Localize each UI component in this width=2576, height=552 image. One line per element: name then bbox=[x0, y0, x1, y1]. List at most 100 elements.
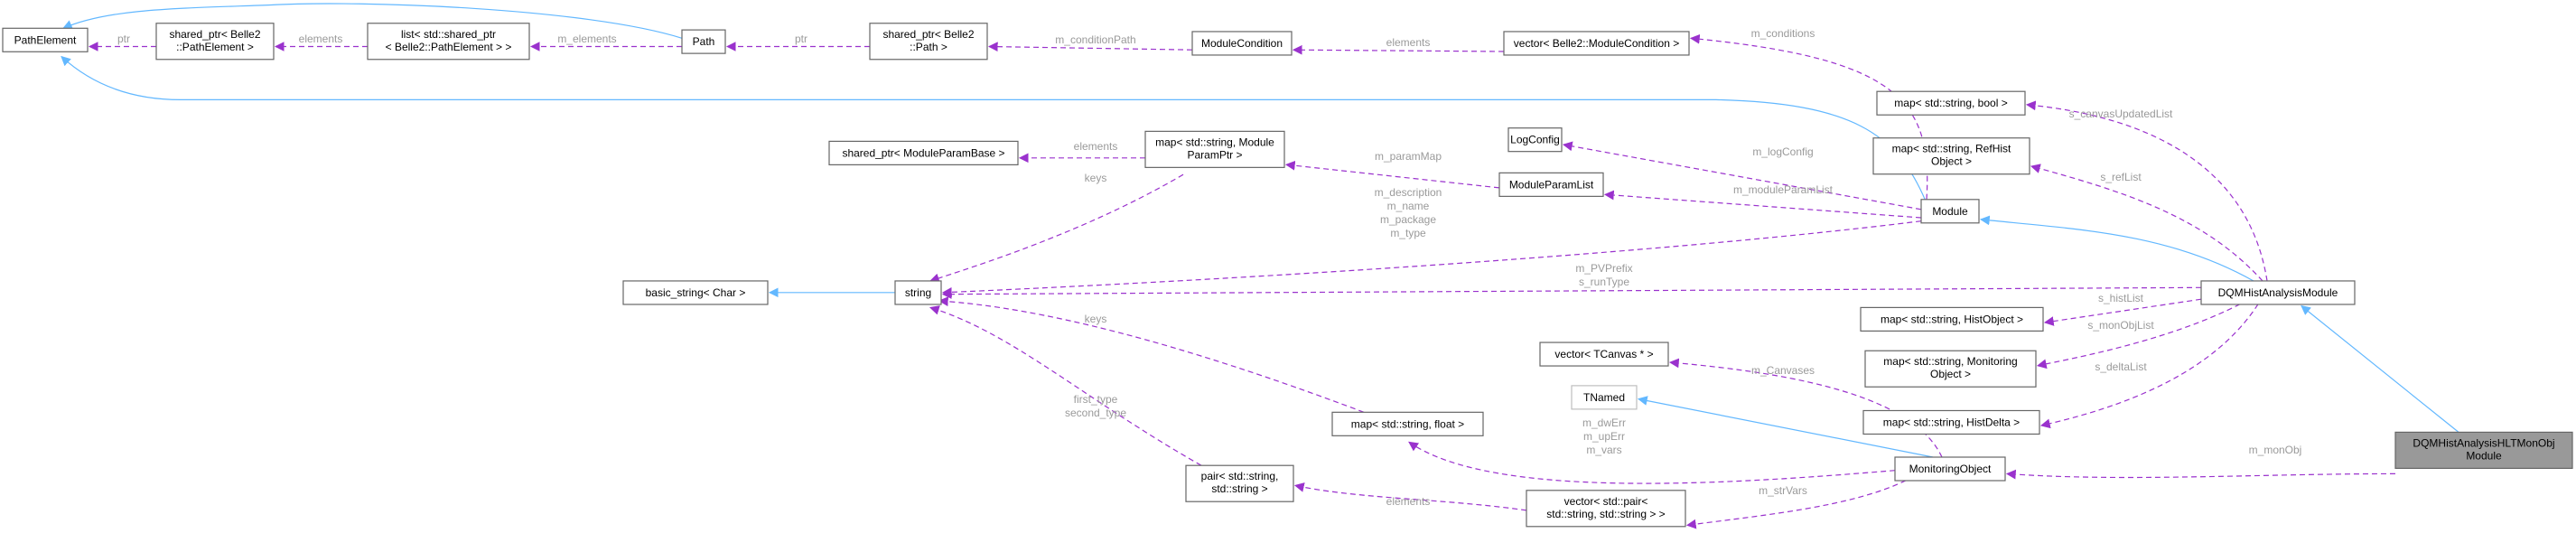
dependency-arrow bbox=[2043, 298, 2202, 326]
class-node-map-bool[interactable]: map< std::string, bool > bbox=[1876, 90, 2026, 116]
edge-label: keys bbox=[1085, 313, 1107, 325]
edge-label: m_monObj bbox=[2249, 444, 2302, 456]
node-label: Path bbox=[693, 35, 715, 48]
node-box bbox=[1331, 411, 1484, 436]
class-node-map-float[interactable]: map< std::string, float > bbox=[1331, 411, 1484, 436]
inheritance-edge-e21 bbox=[1979, 215, 2254, 282]
usage-edge-e27 bbox=[1293, 482, 1527, 511]
edge-label: m_package bbox=[1380, 213, 1436, 226]
class-node-path[interactable]: Path bbox=[681, 29, 726, 54]
class-node-vec-pair[interactable]: vector< std::pair<std::string, std::stri… bbox=[1526, 490, 1686, 528]
usage-edge-e18 bbox=[2036, 304, 2241, 370]
edge-label: s_histList bbox=[2098, 292, 2144, 304]
class-node-string[interactable]: string bbox=[894, 280, 942, 305]
edge-label: second_type bbox=[1065, 407, 1126, 419]
node-box bbox=[681, 29, 726, 54]
node-box bbox=[1185, 464, 1294, 502]
class-node-modulecondition[interactable]: ModuleCondition bbox=[1191, 31, 1293, 56]
usage-edge-e14 bbox=[941, 286, 2202, 300]
node-label: DQMHistAnalysisModule bbox=[2218, 286, 2338, 299]
dependency-arrow bbox=[941, 286, 2202, 300]
edge-label: m_conditions bbox=[1751, 27, 1815, 40]
dependency-arrow bbox=[941, 220, 1922, 297]
node-label: pair< std::string, bbox=[1201, 470, 1279, 482]
node-label: shared_ptr< Belle2 bbox=[169, 28, 260, 41]
node-box bbox=[1539, 341, 1669, 367]
class-node-logconfig[interactable]: LogConfig bbox=[1507, 127, 1563, 153]
class-node-sp-path[interactable]: shared_ptr< Belle2::Path > bbox=[869, 23, 988, 61]
usage-edge-e16 bbox=[2030, 164, 2263, 282]
usage-edge-e15 bbox=[2025, 100, 2268, 282]
dependency-arrow bbox=[1668, 358, 1943, 458]
edge-label: m_conditionPath bbox=[1055, 33, 1135, 46]
usage-edge-e22 bbox=[938, 296, 1365, 413]
node-label: map< std::string, float > bbox=[1351, 417, 1464, 430]
node-box bbox=[1507, 127, 1563, 153]
node-box bbox=[1920, 199, 1980, 224]
node-label: Object > bbox=[1931, 155, 1972, 168]
inheritance-arrow bbox=[62, 3, 683, 39]
dependency-arrow bbox=[1562, 141, 1922, 211]
edge-label: s_refList bbox=[2100, 171, 2142, 183]
usage-edge-e13 bbox=[941, 220, 1922, 297]
node-label: ::PathElement > bbox=[176, 41, 254, 53]
node-label: map< std::string, HistDelta > bbox=[1883, 416, 2020, 428]
class-node-moduleparamlist[interactable]: ModuleParamList bbox=[1498, 172, 1604, 197]
class-node-map-histobj[interactable]: map< std::string, HistObject > bbox=[1860, 306, 2044, 332]
node-label: DQMHistAnalysisHLTMonObj bbox=[2413, 436, 2554, 449]
node-box bbox=[1872, 137, 2030, 175]
node-box bbox=[2200, 280, 2356, 305]
node-label: string bbox=[905, 286, 931, 299]
node-label: ModuleParamList bbox=[1509, 178, 1594, 191]
class-node-vec-tcanvas[interactable]: vector< TCanvas * > bbox=[1539, 341, 1669, 367]
edge-label: m_logConfig bbox=[1752, 145, 1813, 158]
node-box bbox=[869, 23, 988, 61]
node-box bbox=[1571, 385, 1638, 410]
usage-edge-e7 bbox=[1689, 33, 1928, 200]
dependency-arrow bbox=[1408, 441, 1896, 484]
node-label: vector< TCanvas * > bbox=[1554, 348, 1653, 360]
class-node-sp-pe[interactable]: shared_ptr< Belle2::PathElement > bbox=[155, 23, 275, 61]
node-box bbox=[1894, 456, 2006, 482]
node-label: PathElement bbox=[14, 33, 77, 46]
class-node-map-histdelta[interactable]: map< std::string, HistDelta > bbox=[1862, 409, 2040, 435]
dependency-arrow bbox=[2005, 469, 2396, 480]
class-node-basic-string[interactable]: basic_string< Char > bbox=[622, 280, 769, 305]
node-box bbox=[1864, 350, 2037, 388]
node-label: basic_string< Char > bbox=[646, 286, 746, 299]
class-node-vec-mc[interactable]: vector< Belle2::ModuleCondition > bbox=[1503, 31, 1690, 56]
edge-label: elements bbox=[299, 33, 343, 45]
dependency-arrow bbox=[2030, 164, 2263, 282]
node-label: shared_ptr< Belle2 bbox=[882, 28, 974, 41]
edge-label: m_description bbox=[1375, 186, 1442, 199]
class-node-pair-ss[interactable]: pair< std::string,std::string > bbox=[1185, 464, 1294, 502]
class-node-pathelement[interactable]: PathElement bbox=[2, 27, 89, 52]
edge-label: m_strVars bbox=[1759, 484, 1807, 497]
node-box bbox=[1144, 130, 1285, 168]
inheritance-arrow bbox=[2301, 304, 2459, 433]
class-node-dqm[interactable]: DQMHistAnalysisModule bbox=[2200, 280, 2356, 305]
class-node-module[interactable]: Module bbox=[1920, 199, 1980, 224]
edge-label: s_monObjList bbox=[2087, 319, 2154, 332]
dependency-arrow bbox=[1689, 33, 1928, 200]
usage-edge-e11 bbox=[1562, 141, 1922, 211]
class-node-list-pe[interactable]: list< std::shared_ptr< Belle2::PathEleme… bbox=[367, 23, 530, 61]
usage-edge-e5 bbox=[987, 42, 1193, 52]
inheritance-arrow bbox=[1979, 215, 2254, 282]
node-label: Module bbox=[2466, 449, 2502, 462]
class-node-tnamed[interactable]: TNamed bbox=[1571, 385, 1638, 410]
node-label: vector< Belle2::ModuleCondition > bbox=[1514, 37, 1679, 50]
node-label: LogConfig bbox=[1510, 134, 1560, 146]
edge-label: m_name bbox=[1387, 200, 1430, 212]
dependency-arrow bbox=[929, 173, 1184, 284]
class-node-sp-mpb[interactable]: shared_ptr< ModuleParamBase > bbox=[828, 140, 1019, 165]
class-node-monitoringobject[interactable]: MonitoringObject bbox=[1894, 456, 2006, 482]
class-node-map-monobj[interactable]: map< std::string, MonitoringObject > bbox=[1864, 350, 2037, 388]
edge-label: m_type bbox=[1390, 227, 1426, 239]
dependency-arrow bbox=[1293, 482, 1527, 511]
